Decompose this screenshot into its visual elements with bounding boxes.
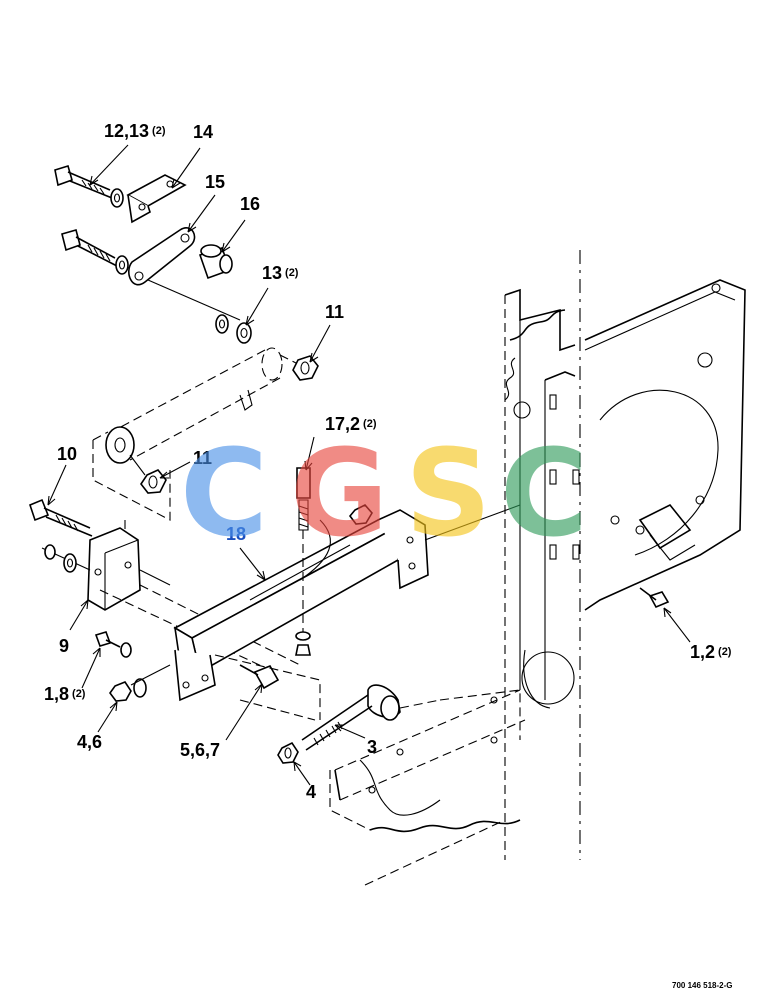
cgsc-watermark-logo: C G S C — [180, 425, 588, 564]
callout-9: 9 — [59, 636, 69, 656]
left-bracket-assembly — [29, 498, 301, 671]
right-bolt — [639, 587, 670, 609]
watermark-letter-c1: C — [180, 425, 268, 564]
callout-11-middle: 11 — [193, 448, 212, 468]
callout-10: 10 — [57, 444, 77, 464]
callout-14: 14 — [193, 122, 213, 142]
callout-17-2: 17,2(2) — [325, 414, 377, 434]
callout-15: 15 — [205, 172, 225, 192]
watermark-letter-c2: C — [500, 425, 588, 564]
callout-labels: 12,13(2) 14 15 16 13(2) 11 17,2(2) 10 11… — [44, 121, 732, 802]
callout-4-6: 4,6 — [77, 732, 102, 752]
long-bolt-assembly — [277, 684, 441, 764]
main-arm-bracket — [94, 467, 521, 721]
callout-11-top: 11 — [325, 302, 344, 322]
drawing-number: 700 146 518-2-G — [672, 981, 733, 990]
callout-18: 18 — [226, 524, 246, 544]
callout-1-2: 1,2(2) — [690, 642, 732, 662]
main-frame-panel — [329, 250, 746, 886]
top-bolt-assembly — [54, 164, 252, 344]
watermark-letter-g: G — [290, 425, 389, 564]
watermark-letter-s: S — [405, 425, 491, 564]
leader-lines — [47, 144, 691, 786]
callout-12-13: 12,13(2) — [104, 121, 166, 141]
callout-16: 16 — [240, 194, 260, 214]
callout-5-6-7: 5,6,7 — [180, 740, 220, 760]
callout-3: 3 — [367, 737, 377, 757]
callout-13: 13(2) — [262, 263, 299, 283]
spring-cylinder-phantom — [92, 347, 319, 600]
callout-4: 4 — [306, 782, 316, 802]
callout-1-8: 1,8(2) — [44, 684, 86, 704]
